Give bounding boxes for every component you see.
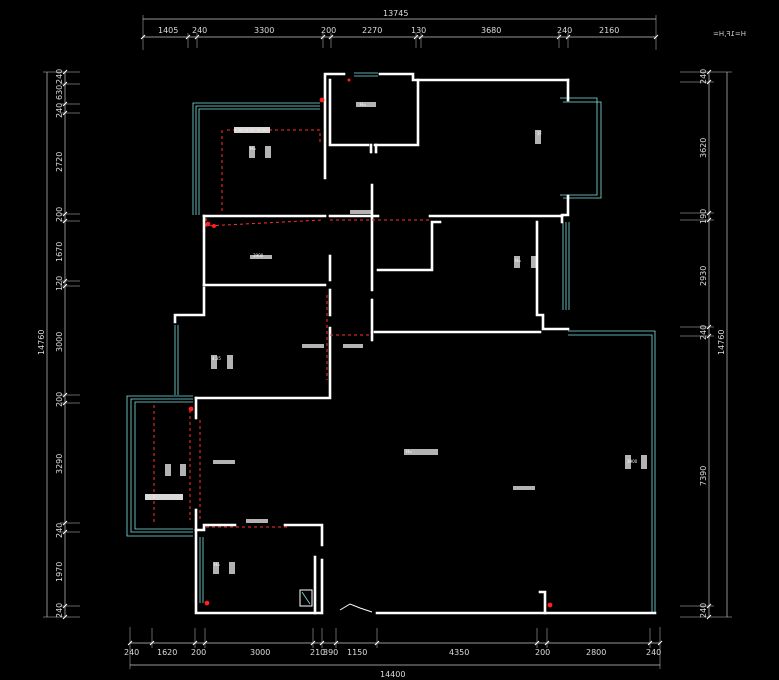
windows [126,72,656,612]
bottom-ticks [127,640,663,646]
left-dim-7: 120 [55,276,64,291]
bottom-dim-7: 1150 [347,648,367,657]
left-dim-6: 1670 [55,242,64,262]
room-labels: H= 1F H= 3900 H= 4.35 H= 3900 H= [145,102,647,574]
bottom-dim-4: 3000 [250,648,270,657]
bottom-total-dim: 14400 [380,670,405,679]
top-dim-1: 1405 [158,26,178,35]
right-dim-6: 7390 [699,466,708,486]
top-dim-4: 200 [321,26,336,35]
top-dim-2: 240 [192,26,207,35]
room-label-8: 3900 [627,459,638,464]
right-ticks [706,69,712,620]
right-dim-1: 240 [699,69,708,84]
top-dim-6: 130 [411,26,426,35]
right-dim-3: 190 [699,209,708,224]
left-ticks [62,69,68,620]
left-dim-3: 240 [55,103,64,118]
bottom-dim-9: 200 [535,648,550,657]
top-dim-7: 3680 [481,26,501,35]
left-dim-1: 240 [55,69,64,84]
right-dim-7: 240 [699,603,708,618]
left-dim-5: 200 [55,207,64,222]
top-total-dim: 13745 [383,9,408,18]
bottom-dim-1: 240 [124,648,139,657]
left-dim-12: 1970 [55,562,64,582]
electrical-runs [153,129,430,528]
left-total-dim: 14760 [37,330,46,355]
fixture-icon [299,589,313,607]
bottom-dim-8: 4350 [449,648,469,657]
bottom-dim-2: 1620 [157,648,177,657]
top-dim-3: 3300 [254,26,274,35]
left-dim-2: 630 [55,85,64,100]
red-markers [188,78,553,608]
bottom-dim-5: 210 [310,648,325,657]
bottom-dim-3: 200 [191,648,206,657]
right-dimension-chain: 14760 240 3620 190 2930 240 7390 240 [680,69,732,620]
right-total-dim: 14760 [717,330,726,355]
left-dim-13: 240 [55,603,64,618]
top-dim-8: 240 [557,26,572,35]
left-dim-4: 2720 [55,152,64,172]
left-dim-11: 240 [55,523,64,538]
right-dim-4: 2930 [699,266,708,286]
right-dim-2: 3620 [699,138,708,158]
bottom-dim-11: 240 [646,648,661,657]
right-dim-5: 240 [699,325,708,340]
left-dimension-chain: 14760 240 630 240 2720 200 1670 120 3000… [37,69,80,620]
bottom-dim-6: 390 [323,648,338,657]
top-dim-9: 2160 [599,26,619,35]
walls [173,72,657,615]
top-dim-5: 2270 [362,26,382,35]
bottom-dim-10: 2800 [586,648,606,657]
left-dim-8: 3000 [55,332,64,352]
left-dim-10: 3290 [55,454,64,474]
entry-door-icon [339,603,373,613]
left-dim-9: 200 [55,392,64,407]
corner-note: H=1F,H= [713,30,746,38]
top-dimension-chain: 13745 1405 240 3300 200 2270 130 3680 24… [140,9,659,50]
bottom-dimension-chain: 240 1620 200 3000 210 390 1150 4350 200 … [124,627,663,679]
